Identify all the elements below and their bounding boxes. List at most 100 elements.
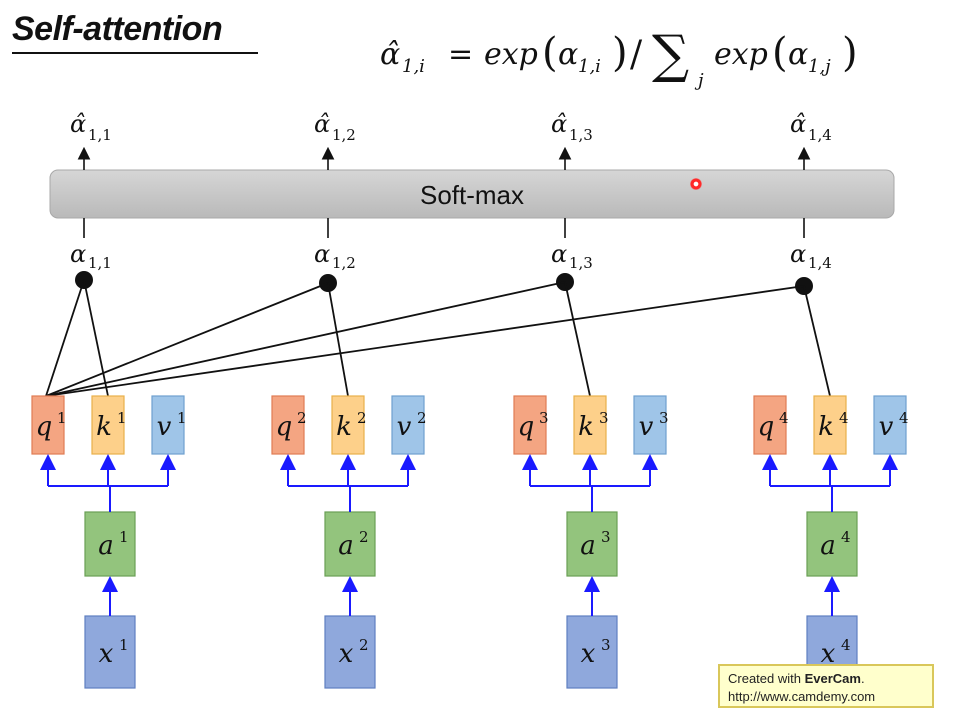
score-alpha-sub-3: 1,3 (569, 254, 593, 272)
input-x-2-index: 2 (359, 636, 369, 654)
embedding-a-3-symbol: a (580, 531, 596, 561)
value-2-symbol: v (397, 412, 412, 442)
softmax-bar (49, 169, 895, 219)
value-4-symbol: v (879, 412, 894, 442)
softmax-formula: α̂ 1,i = exp ( α 1,i ) / ∑ j exp ( α 1,j… (380, 16, 940, 96)
score-alpha-2: α (314, 240, 330, 268)
embedding-a-4-index: 4 (841, 528, 851, 546)
q1-to-score-1 (45, 279, 85, 397)
key-3-box (573, 395, 607, 455)
output-alpha-hat-sub-2: 1,2 (332, 126, 356, 144)
key-2-symbol: k (336, 412, 352, 442)
formula-alpha2-sub: 1,j (808, 56, 831, 77)
value-1-box (151, 395, 185, 455)
query-4-index: 4 (779, 409, 789, 427)
evercam-watermark: Created with EverCam. http://www.camdemy… (718, 664, 934, 708)
input-x-3-index: 3 (601, 636, 611, 654)
output-alpha-hat-sub-4: 1,4 (808, 126, 832, 144)
score-alpha-3: α (551, 240, 567, 268)
embedding-a-2-symbol: a (338, 531, 354, 561)
key-3-symbol: k (578, 412, 594, 442)
input-x-1-box (84, 615, 136, 689)
key-1-symbol: k (96, 412, 112, 442)
score-alpha-sub-4: 1,4 (808, 254, 832, 272)
value-1-symbol: v (157, 412, 172, 442)
input-x-3-symbol: x (581, 639, 596, 669)
output-alpha-hat-sub-1: 1,1 (88, 126, 112, 144)
svg-text:): ) (842, 30, 858, 76)
formula-alpha2: α (788, 37, 808, 72)
embedding-a-4-box (806, 511, 858, 577)
input-x-4-symbol: x (821, 639, 836, 669)
formula-sum-sub: j (694, 70, 704, 91)
input-x-1-symbol: x (99, 639, 114, 669)
embedding-a-3-index: 3 (601, 528, 611, 546)
watermark-url: http://www.camdemy.com (728, 689, 876, 704)
key-1-index: 1 (117, 409, 127, 427)
value-1-index: 1 (177, 409, 187, 427)
embedding-a-1-box (84, 511, 136, 577)
formula-exp1: exp (484, 37, 538, 72)
query-2-box (271, 395, 305, 455)
key-1-box (91, 395, 125, 455)
formula-equals: = (448, 37, 473, 72)
formula-slash: / (630, 34, 643, 75)
value-3-index: 3 (659, 409, 669, 427)
query-2-index: 2 (297, 409, 307, 427)
formula-sum: ∑ (652, 25, 689, 85)
watermark-brand: EverCam (804, 671, 861, 686)
output-alpha-hat-1: α̂ (70, 110, 86, 138)
query-2-symbol: q (276, 412, 293, 442)
watermark-prefix: Created with (728, 671, 805, 686)
output-alpha-hat-2: α̂ (314, 110, 330, 138)
q1-to-score-2 (45, 282, 329, 397)
query-1-box (31, 395, 65, 455)
value-4-index: 4 (899, 409, 909, 427)
laser-pointer-dot (690, 178, 702, 190)
output-alpha-hat-3: α̂ (551, 110, 567, 138)
formula-alpha1-sub: 1,i (578, 56, 601, 77)
formula-alpha1: α (558, 37, 578, 72)
input-x-3-box (566, 615, 618, 689)
key-4-index: 4 (839, 409, 849, 427)
value-2-index: 2 (417, 409, 427, 427)
formula-lhs-sub: 1,i (402, 56, 425, 77)
score-alpha-4: α (790, 240, 806, 268)
score-alpha-1: α (70, 240, 86, 268)
k3-to-score-3 (564, 281, 591, 397)
embedding-a-1-symbol: a (98, 531, 114, 561)
output-alpha-hat-4: α̂ (790, 110, 806, 138)
value-3-symbol: v (639, 412, 654, 442)
input-x-4-index: 4 (841, 636, 851, 654)
embedding-a-1-index: 1 (119, 528, 129, 546)
k1-to-score-1 (83, 279, 109, 397)
title-underline (12, 52, 258, 54)
query-3-index: 3 (539, 409, 549, 427)
query-1-symbol: q (36, 412, 53, 442)
formula-lhs: α̂ (380, 37, 400, 72)
input-x-2-box (324, 615, 376, 689)
embedding-a-2-index: 2 (359, 528, 369, 546)
input-x-1-index: 1 (119, 636, 129, 654)
key-3-index: 3 (599, 409, 609, 427)
q1-to-score-3 (45, 281, 566, 397)
value-2-box (391, 395, 425, 455)
q1-to-score-4 (45, 285, 805, 397)
slide-title: Self-attention (12, 10, 223, 48)
svg-text:(: ( (542, 30, 558, 76)
softmax-label: Soft-max (420, 180, 524, 210)
score-alpha-sub-2: 1,2 (332, 254, 356, 272)
key-2-index: 2 (357, 409, 367, 427)
k4-to-score-4 (803, 285, 831, 397)
svg-text:(: ( (772, 30, 788, 76)
embedding-a-3-box (566, 511, 618, 577)
watermark-suffix: . (860, 671, 865, 686)
value-3-box (633, 395, 667, 455)
k2-to-score-2 (327, 282, 349, 397)
formula-exp2: exp (714, 37, 768, 72)
query-1-index: 1 (57, 409, 67, 427)
query-3-box (513, 395, 547, 455)
